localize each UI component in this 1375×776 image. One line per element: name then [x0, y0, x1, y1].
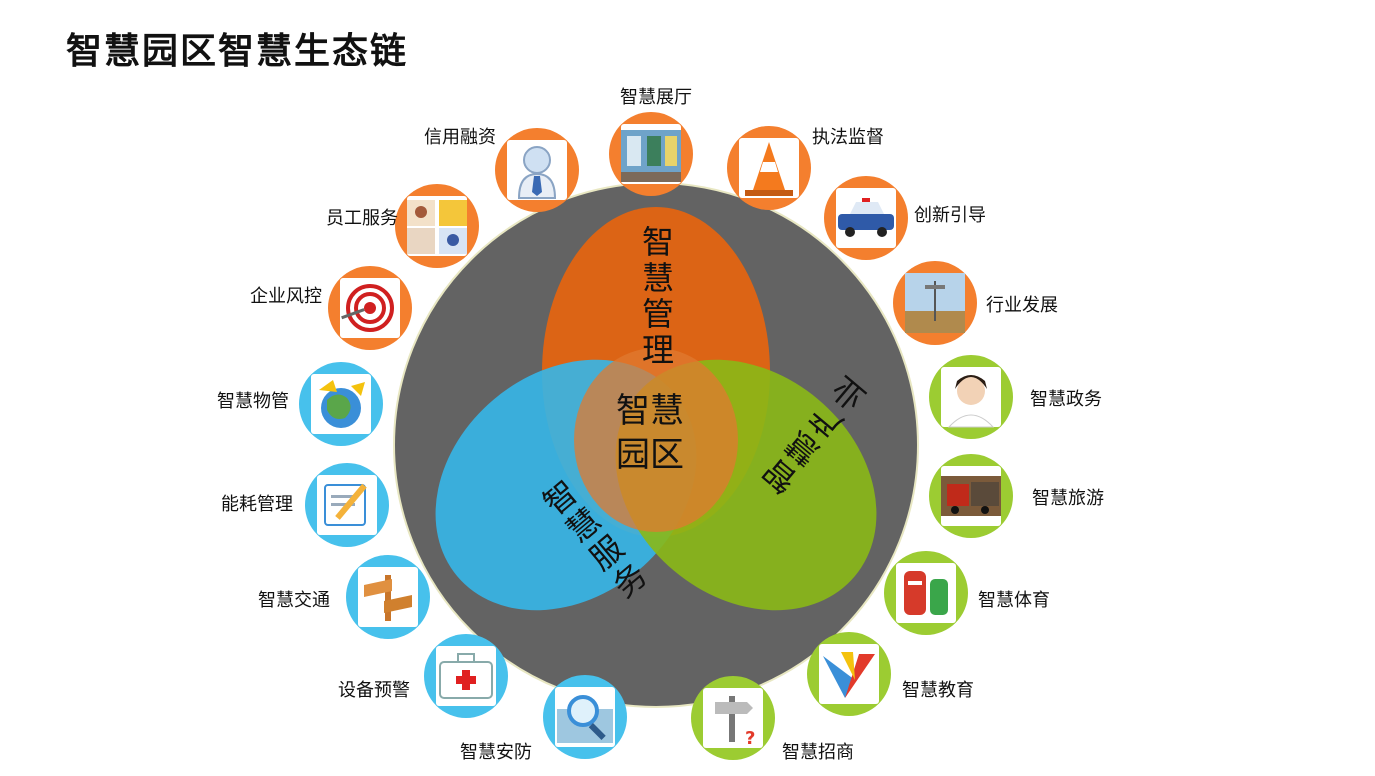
v-logo-icon	[819, 644, 879, 704]
exhibition-hall-icon	[621, 124, 681, 184]
clipboard-pen-icon	[317, 475, 377, 535]
node-label: 信用融资	[424, 127, 496, 148]
police-car-icon	[836, 188, 896, 248]
node-0: 智慧展厅	[609, 87, 693, 196]
globe-icon	[311, 374, 371, 434]
node-label: 智慧安防	[460, 742, 532, 763]
page-title: 智慧园区智慧生态链	[66, 31, 409, 72]
node-5: 智慧旅游	[929, 454, 1104, 538]
node-1: 执法监督	[727, 126, 884, 210]
center-overlap	[574, 348, 738, 532]
node-2: 创新引导	[824, 176, 986, 260]
node-label: 智慧教育	[902, 680, 974, 701]
node-8: ? 智慧招商	[691, 676, 854, 763]
first-aid-kit-icon	[436, 646, 496, 706]
staff-icon	[407, 196, 467, 256]
node-14: 企业风控	[250, 266, 412, 350]
question-sign-icon: ?	[703, 688, 763, 749]
mailbox-icon	[896, 563, 956, 623]
node-4: 智慧政务	[929, 355, 1102, 439]
node-15: 员工服务	[326, 184, 479, 268]
node-16: 信用融资	[424, 127, 579, 212]
node-label: 能耗管理	[221, 494, 293, 515]
node-label: 智慧物管	[217, 391, 289, 412]
node-3: 行业发展	[893, 261, 1058, 345]
node-9: 智慧安防	[460, 675, 627, 763]
node-label: 员工服务	[326, 208, 398, 229]
node-label: 设备预警	[338, 680, 410, 701]
node-label: 智慧交通	[258, 590, 330, 611]
weather-station-icon	[905, 273, 965, 333]
node-label: 智慧政务	[1030, 389, 1102, 410]
node-7: 智慧教育	[807, 632, 974, 716]
node-13: 智慧物管	[217, 362, 383, 446]
traffic-cone-icon	[739, 138, 799, 198]
node-6: 智慧体育	[884, 551, 1050, 635]
magnifier-icon	[555, 687, 615, 747]
venn-group	[435, 207, 877, 611]
node-label: 创新引导	[914, 205, 986, 226]
node-10: 设备预警	[338, 634, 508, 718]
node-label: 智慧招商	[782, 742, 854, 763]
node-12: 能耗管理	[221, 463, 389, 547]
node-label: 执法监督	[812, 127, 884, 148]
node-label: 智慧旅游	[1032, 488, 1104, 509]
node-label: 智慧体育	[978, 590, 1050, 611]
center-label-line2: 园区	[616, 435, 684, 475]
service-woman-icon	[941, 367, 1001, 428]
truck-icon	[941, 466, 1001, 526]
center-label-line1: 智慧	[616, 391, 684, 431]
node-label: 企业风控	[250, 286, 322, 307]
businessman-icon	[507, 140, 567, 200]
target-icon	[340, 278, 400, 338]
signpost-icon	[358, 567, 418, 627]
petal-label-management: 智慧管理	[637, 225, 675, 369]
node-label: 行业发展	[986, 295, 1058, 316]
svg-text:?: ?	[745, 728, 755, 749]
node-11: 智慧交通	[258, 555, 430, 639]
node-label: 智慧展厅	[620, 87, 692, 108]
